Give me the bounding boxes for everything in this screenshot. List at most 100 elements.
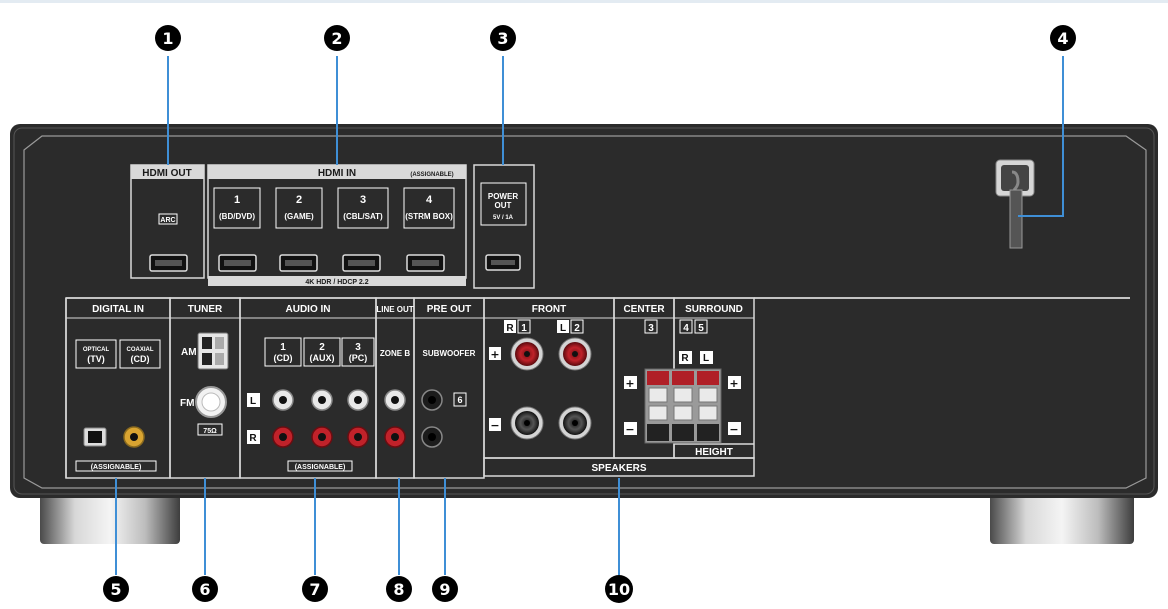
front-r-plus-post[interactable] xyxy=(510,337,544,371)
usb-power-port[interactable] xyxy=(485,254,521,271)
callout-1: 1 xyxy=(155,25,181,51)
power-out-rating: 5V / 1A xyxy=(493,215,514,221)
audio-in-3-name: (PC) xyxy=(349,353,368,363)
hdmi-in-3-num: 3 xyxy=(360,194,366,206)
hdmi-in-footer: 4K HDR / HDCP 2.2 xyxy=(305,279,368,286)
audio-in-section: 1 (CD) 2 (AUX) 3 (PC) L R (ASSIGNABLE) xyxy=(247,337,375,472)
top-border xyxy=(0,0,1168,3)
svg-text:4: 4 xyxy=(1057,29,1068,48)
front-minus-label: − xyxy=(490,419,499,432)
audio-in-3-r-jack[interactable] xyxy=(347,426,369,448)
digital-in-title: DIGITAL IN xyxy=(92,304,144,315)
callout-lines xyxy=(115,56,1064,575)
surround-r-label: R xyxy=(681,353,689,364)
spring-clip-terminals[interactable] xyxy=(644,368,722,444)
arc-label: ARC xyxy=(160,217,175,224)
hdmi-in-section: HDMI IN (ASSIGNABLE) 4K HDR / HDCP 2.2 1… xyxy=(207,164,467,286)
front-plus-label: + xyxy=(490,348,499,361)
hdmi-in-assignable: (ASSIGNABLE) xyxy=(410,172,453,178)
digital-in-assignable: (ASSIGNABLE) xyxy=(91,464,142,471)
svg-text:6: 6 xyxy=(199,580,210,599)
hdmi-in-2-num: 2 xyxy=(296,194,302,206)
subwoofer-label: SUBWOOFER xyxy=(423,349,476,358)
fm-ohm: 75Ω xyxy=(203,428,217,435)
audio-in-3-l-jack[interactable] xyxy=(347,389,369,411)
front-r-label: R xyxy=(506,323,514,334)
power-out-line2: OUT xyxy=(495,201,512,210)
zone-b-r-jack[interactable] xyxy=(384,426,406,448)
callout-7: 7 xyxy=(302,576,328,602)
center-plus-label: + xyxy=(625,377,634,390)
hdmi-in-2[interactable]: 2 (GAME) xyxy=(275,187,323,272)
hdmi-out-section: HDMI OUT ARC xyxy=(130,164,205,279)
callout-4: 4 xyxy=(1050,25,1076,51)
hdmi-in-2-name: (GAME) xyxy=(284,212,314,221)
hdmi-in-3-name: (CBL/SAT) xyxy=(343,212,383,221)
fm-antenna-jack[interactable] xyxy=(195,386,227,418)
am-antenna-terminal[interactable] xyxy=(197,332,229,370)
optical-label: OPTICAL xyxy=(83,347,110,353)
power-out-line1: POWER xyxy=(488,192,518,201)
surround-title: SURROUND xyxy=(685,304,743,315)
fm-label: FM xyxy=(180,398,194,409)
front-title: FRONT xyxy=(532,304,566,315)
audio-in-1-r-jack[interactable] xyxy=(272,426,294,448)
surround-num-a: 4 xyxy=(683,323,689,334)
surround-l-label: L xyxy=(703,353,709,364)
svg-text:7: 7 xyxy=(309,580,320,599)
left-foot xyxy=(40,494,180,544)
front-l-label: L xyxy=(560,323,566,334)
hdmi-in-3[interactable]: 3 (CBL/SAT) xyxy=(337,187,389,272)
audio-in-2-l-jack[interactable] xyxy=(311,389,333,411)
am-label: AM xyxy=(181,347,197,358)
zone-b-l-jack[interactable] xyxy=(384,389,406,411)
hdmi-in-1-name: (BD/DVD) xyxy=(219,212,255,221)
coaxial-label: COAXIAL xyxy=(127,347,154,353)
optical-port[interactable] xyxy=(83,427,107,447)
lower-panel-frame xyxy=(65,297,1130,479)
callout-2: 2 xyxy=(324,25,350,51)
svg-text:1: 1 xyxy=(162,29,173,48)
chassis xyxy=(10,124,1158,498)
hdmi-in-1-num: 1 xyxy=(234,194,240,206)
pre-out-section: SUBWOOFER 6 xyxy=(421,349,476,448)
hdmi-in-4-name: (STRM BOX) xyxy=(405,212,453,221)
power-out-section: POWER OUT 5V / 1A xyxy=(473,164,535,289)
front-speakers-section: R 1 L 2 + − xyxy=(489,319,592,440)
audio-in-assignable: (ASSIGNABLE) xyxy=(295,464,346,471)
subwoofer-jack-1[interactable] xyxy=(421,389,443,411)
surround-num-b: 5 xyxy=(698,323,704,334)
subwoofer-jack-2[interactable] xyxy=(421,426,443,448)
center-num: 3 xyxy=(648,323,654,334)
optical-name: (TV) xyxy=(87,354,105,364)
hdmi-out-title: HDMI OUT xyxy=(142,168,191,179)
audio-in-2-r-jack[interactable] xyxy=(311,426,333,448)
front-l-plus-post[interactable] xyxy=(558,337,592,371)
hdmi-in-4-num: 4 xyxy=(426,194,433,206)
height-label: HEIGHT xyxy=(695,447,733,458)
height-minus-label: − xyxy=(729,423,738,436)
callout-5: 5 xyxy=(103,576,129,602)
front-l-minus-post[interactable] xyxy=(558,406,592,440)
coaxial-name: (CD) xyxy=(131,354,150,364)
hdmi-in-title: HDMI IN xyxy=(318,168,356,179)
svg-text:3: 3 xyxy=(497,29,508,48)
hdmi-in-1[interactable]: 1 (BD/DVD) xyxy=(213,187,261,272)
pre-out-title: PRE OUT xyxy=(427,304,471,315)
audio-in-title: AUDIO IN xyxy=(286,304,331,315)
front-r-minus-post[interactable] xyxy=(510,406,544,440)
callout-8: 8 xyxy=(386,576,412,602)
zone-b-label: ZONE B xyxy=(380,349,410,358)
audio-in-1-l-jack[interactable] xyxy=(272,389,294,411)
callout-9: 9 xyxy=(432,576,458,602)
hdmi-out-port[interactable] xyxy=(149,254,188,272)
coaxial-port[interactable] xyxy=(123,426,145,448)
svg-text:10: 10 xyxy=(608,580,630,599)
hdmi-in-4[interactable]: 4 (STRM BOX) xyxy=(403,187,455,272)
center-minus-label: − xyxy=(625,423,634,436)
center-surround-section: 3 4 5 R L + − + − HE xyxy=(591,319,741,474)
front-l-num: 2 xyxy=(574,323,580,334)
audio-in-2-name: (AUX) xyxy=(310,353,335,363)
audio-in-3-num: 3 xyxy=(355,342,361,353)
